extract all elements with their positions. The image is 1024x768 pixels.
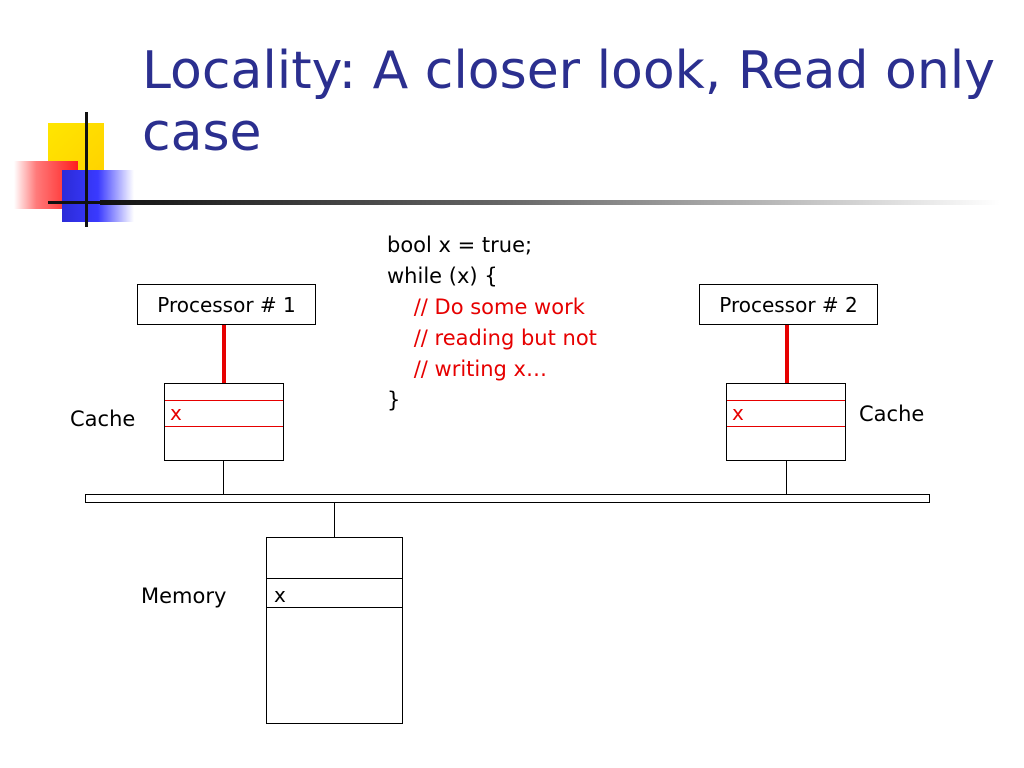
memory-bus-link [334, 503, 335, 538]
cache-1-bus-link [223, 461, 224, 495]
system-bus [85, 494, 930, 503]
processor-2-box: Processor # 2 [699, 284, 878, 325]
code-comment-2: // reading but not [387, 326, 597, 350]
memory-label: Memory [141, 584, 227, 608]
code-line-6: } [387, 388, 401, 412]
memory-value: x [274, 583, 286, 607]
cache-1-value: x [170, 401, 182, 425]
cache-2-line-bottom [727, 426, 845, 427]
decorative-horizontal-line [48, 201, 140, 204]
processor-2-label: Processor # 2 [719, 292, 858, 317]
cache-1-line-top [165, 400, 283, 401]
title-underline-rule [100, 200, 1000, 205]
code-line-2: while (x) { [387, 264, 498, 288]
cache-1-line-bottom [165, 426, 283, 427]
decorative-blue-square [62, 170, 134, 222]
memory-line-top [267, 578, 402, 579]
code-snippet: bool x = true; while (x) { // Do some wo… [387, 230, 597, 416]
code-comment-3: // writing x… [387, 357, 547, 381]
cache-1-box [164, 383, 284, 461]
cache-2-line-top [727, 400, 845, 401]
processor-1-box: Processor # 1 [137, 284, 316, 325]
cache-2-label: Cache [859, 402, 925, 426]
memory-line-bottom [267, 607, 402, 608]
memory-box [266, 537, 403, 724]
code-comment-1: // Do some work [387, 295, 585, 319]
cache-1-label: Cache [70, 407, 136, 431]
code-line-1: bool x = true; [387, 233, 533, 257]
cache-2-value: x [732, 401, 744, 425]
slide-title: Locality: A closer look, Read only case [142, 41, 996, 163]
cache-2-bus-link [786, 461, 787, 495]
processor-1-label: Processor # 1 [157, 292, 296, 317]
processor-1-cache-link [222, 325, 226, 384]
decorative-vertical-line [85, 112, 88, 227]
processor-2-cache-link [785, 325, 789, 384]
cache-2-box [726, 383, 846, 461]
